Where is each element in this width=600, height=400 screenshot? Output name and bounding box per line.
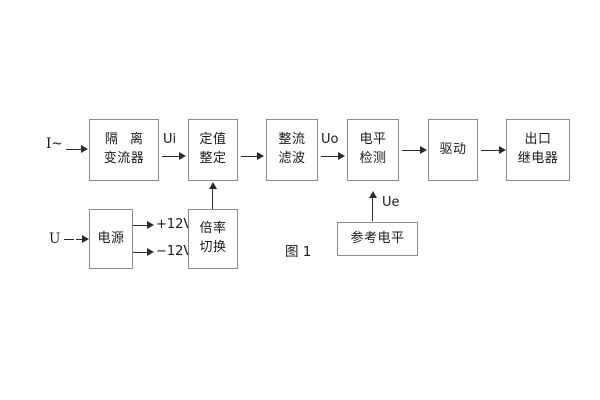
block-output-relay[interactable]: 出口 继电器 [506,119,570,181]
block-multiplier-switch-line1: 倍率 [199,221,227,237]
block-reference-level-line1: 参考电平 [350,230,405,246]
current-input-lead [66,149,83,150]
block-multiplier-switch-line2: 切换 [199,240,227,255]
block-power-supply-line1: 电源 [97,230,125,246]
voltage-input-arrowhead [82,235,89,243]
block-isolation-transformer-line1: 隔 离 [104,132,148,148]
block-drive[interactable]: 驱动 [428,119,478,181]
block-setting-value-line2: 整定 [199,151,227,166]
block-drive-line1: 驱动 [439,141,467,157]
block-isolation-transformer-line2: 变流器 [103,151,145,166]
block-reference-level[interactable]: 参考电平 [337,222,418,256]
connector-setting-to-rectify-arrowhead [257,152,264,160]
signal-label-neg12v: −12V [156,244,193,259]
connector-power-neg12 [133,252,150,253]
block-output-relay-line1: 出口 [524,132,552,148]
connector-level-to-drive [402,150,422,151]
connector-rectify-to-level [321,156,340,157]
signal-label-ui: Ui [163,132,177,147]
block-rectify-filter-line1: 整流 [278,132,306,148]
block-setting-value-line1: 定值 [199,132,227,148]
current-input-label: I~ [46,136,63,152]
connector-multiplier-to-setting-arrowhead [209,182,217,189]
connector-drive-to-relay [481,150,501,151]
signal-label-pos12v: +12V [156,217,193,232]
voltage-input-lead [76,239,84,240]
connector-reference-to-level [372,197,373,221]
block-level-detect-line2: 检测 [359,151,387,166]
figure-caption: 图 1 [285,244,312,260]
block-isolation-transformer[interactable]: 隔 离 变流器 [89,119,159,181]
connector-multiplier-to-setting [212,188,213,209]
block-multiplier-switch[interactable]: 倍率 切换 [188,209,238,269]
block-level-detect[interactable]: 电平 检测 [347,119,399,181]
signal-label-uo: Uo [321,132,339,147]
block-rectify-filter[interactable]: 整流 滤波 [266,119,318,181]
connector-isolation-to-setting [162,156,181,157]
block-rectify-filter-line2: 滤波 [278,151,306,166]
connector-reference-to-level-arrowhead [369,191,377,198]
connector-drive-to-relay-arrowhead [499,146,506,154]
block-setting-value[interactable]: 定值 整定 [188,119,238,181]
connector-rectify-to-level-arrowhead [338,152,345,160]
block-output-relay-line2: 继电器 [517,151,559,166]
block-level-detect-line1: 电平 [359,132,387,148]
connector-isolation-to-setting-arrowhead [179,152,186,160]
connector-power-pos12 [133,225,150,226]
connector-setting-to-rectify [241,156,259,157]
voltage-input-lead-dash [64,239,74,240]
current-input-arrowhead [81,145,88,153]
connector-power-pos12-arrowhead [147,221,154,229]
connector-level-to-drive-arrowhead [420,146,427,154]
connector-power-neg12-arrowhead [147,248,154,256]
voltage-input-label: U [49,231,61,247]
block-power-supply[interactable]: 电源 [89,209,133,269]
signal-label-ue: Ue [382,195,400,210]
